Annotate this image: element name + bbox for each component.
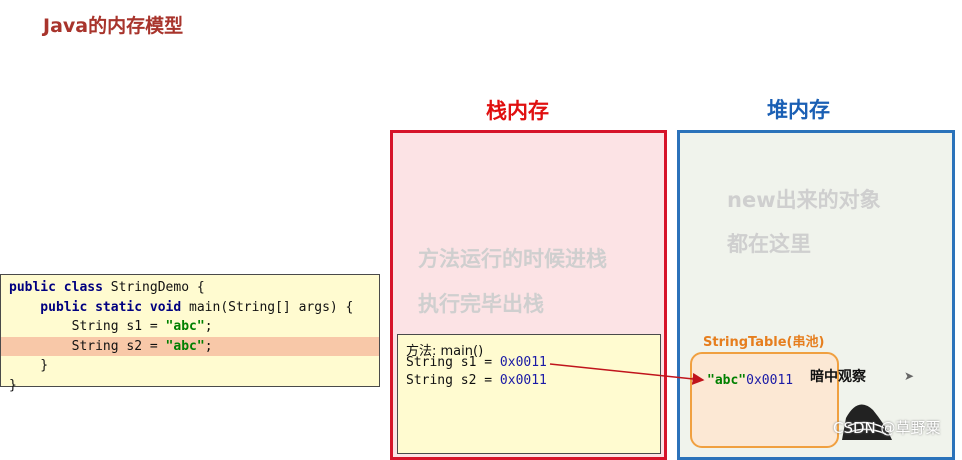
heap-desc-line1: new出来的对象 [727,188,881,212]
code-line: String s1 = "abc"; [1,317,379,337]
code-token: main(String[] args) { [181,299,354,315]
stack-desc-line2: 执行完毕出栈 [418,292,544,316]
code-token: String s1 = [9,319,166,334]
cursor-icon: ➤ [904,369,915,383]
reference-arrow [549,363,705,385]
code-token: ; [204,319,213,334]
code-line: } [1,356,379,376]
watermark: CSDN @草野粟 [833,419,941,437]
code-line: String s2 = "abc"; [1,336,379,356]
heap-memory-title: 堆内存 [767,98,830,122]
code-token: ; [204,338,213,354]
code-token: "abc" [165,338,205,354]
string-table-label: StringTable(串池) [703,335,825,350]
frame-s1-row: String s1 = 0x0011 [406,355,547,370]
page-title: Java的内存模型 [43,15,184,37]
code-token: String s2 = [9,338,166,354]
stack-desc-line1: 方法运行的时候进栈 [418,247,607,271]
frame-s1-addr: 0x0011 [499,355,547,370]
penguin-icon [842,404,892,440]
string-table-addr: 0x0011 [746,373,794,388]
arrow-overlay [549,363,892,440]
stack-memory-title: 栈内存 [486,99,549,123]
code-token: "abc" [165,319,205,334]
code-line: public class StringDemo { [1,278,379,298]
code-token: } [9,358,49,373]
frame-s2-addr: 0x0011 [499,373,547,388]
code-line: } [1,376,379,396]
string-table-entry: "abc"0x0011 [707,373,793,388]
heap-desc-line2: 都在这里 [727,232,811,256]
code-line: public static void main(String[] args) { [1,298,379,318]
code-token: } [9,377,17,393]
string-table-value: "abc" [707,373,747,388]
code-block: public class StringDemo { public static … [0,274,380,393]
code-token: public class [9,280,103,295]
frame-s2-row: String s2 = 0x0011 [406,373,547,388]
frame-s1-label: String s1 = [406,355,500,370]
code-token: public static void [9,299,182,315]
frame-method-label: 方法: main() [406,344,484,359]
code-token: StringDemo { [102,280,205,295]
frame-s2-label: String s2 = [406,373,500,388]
annotation-text: 暗中观察 [810,369,866,385]
